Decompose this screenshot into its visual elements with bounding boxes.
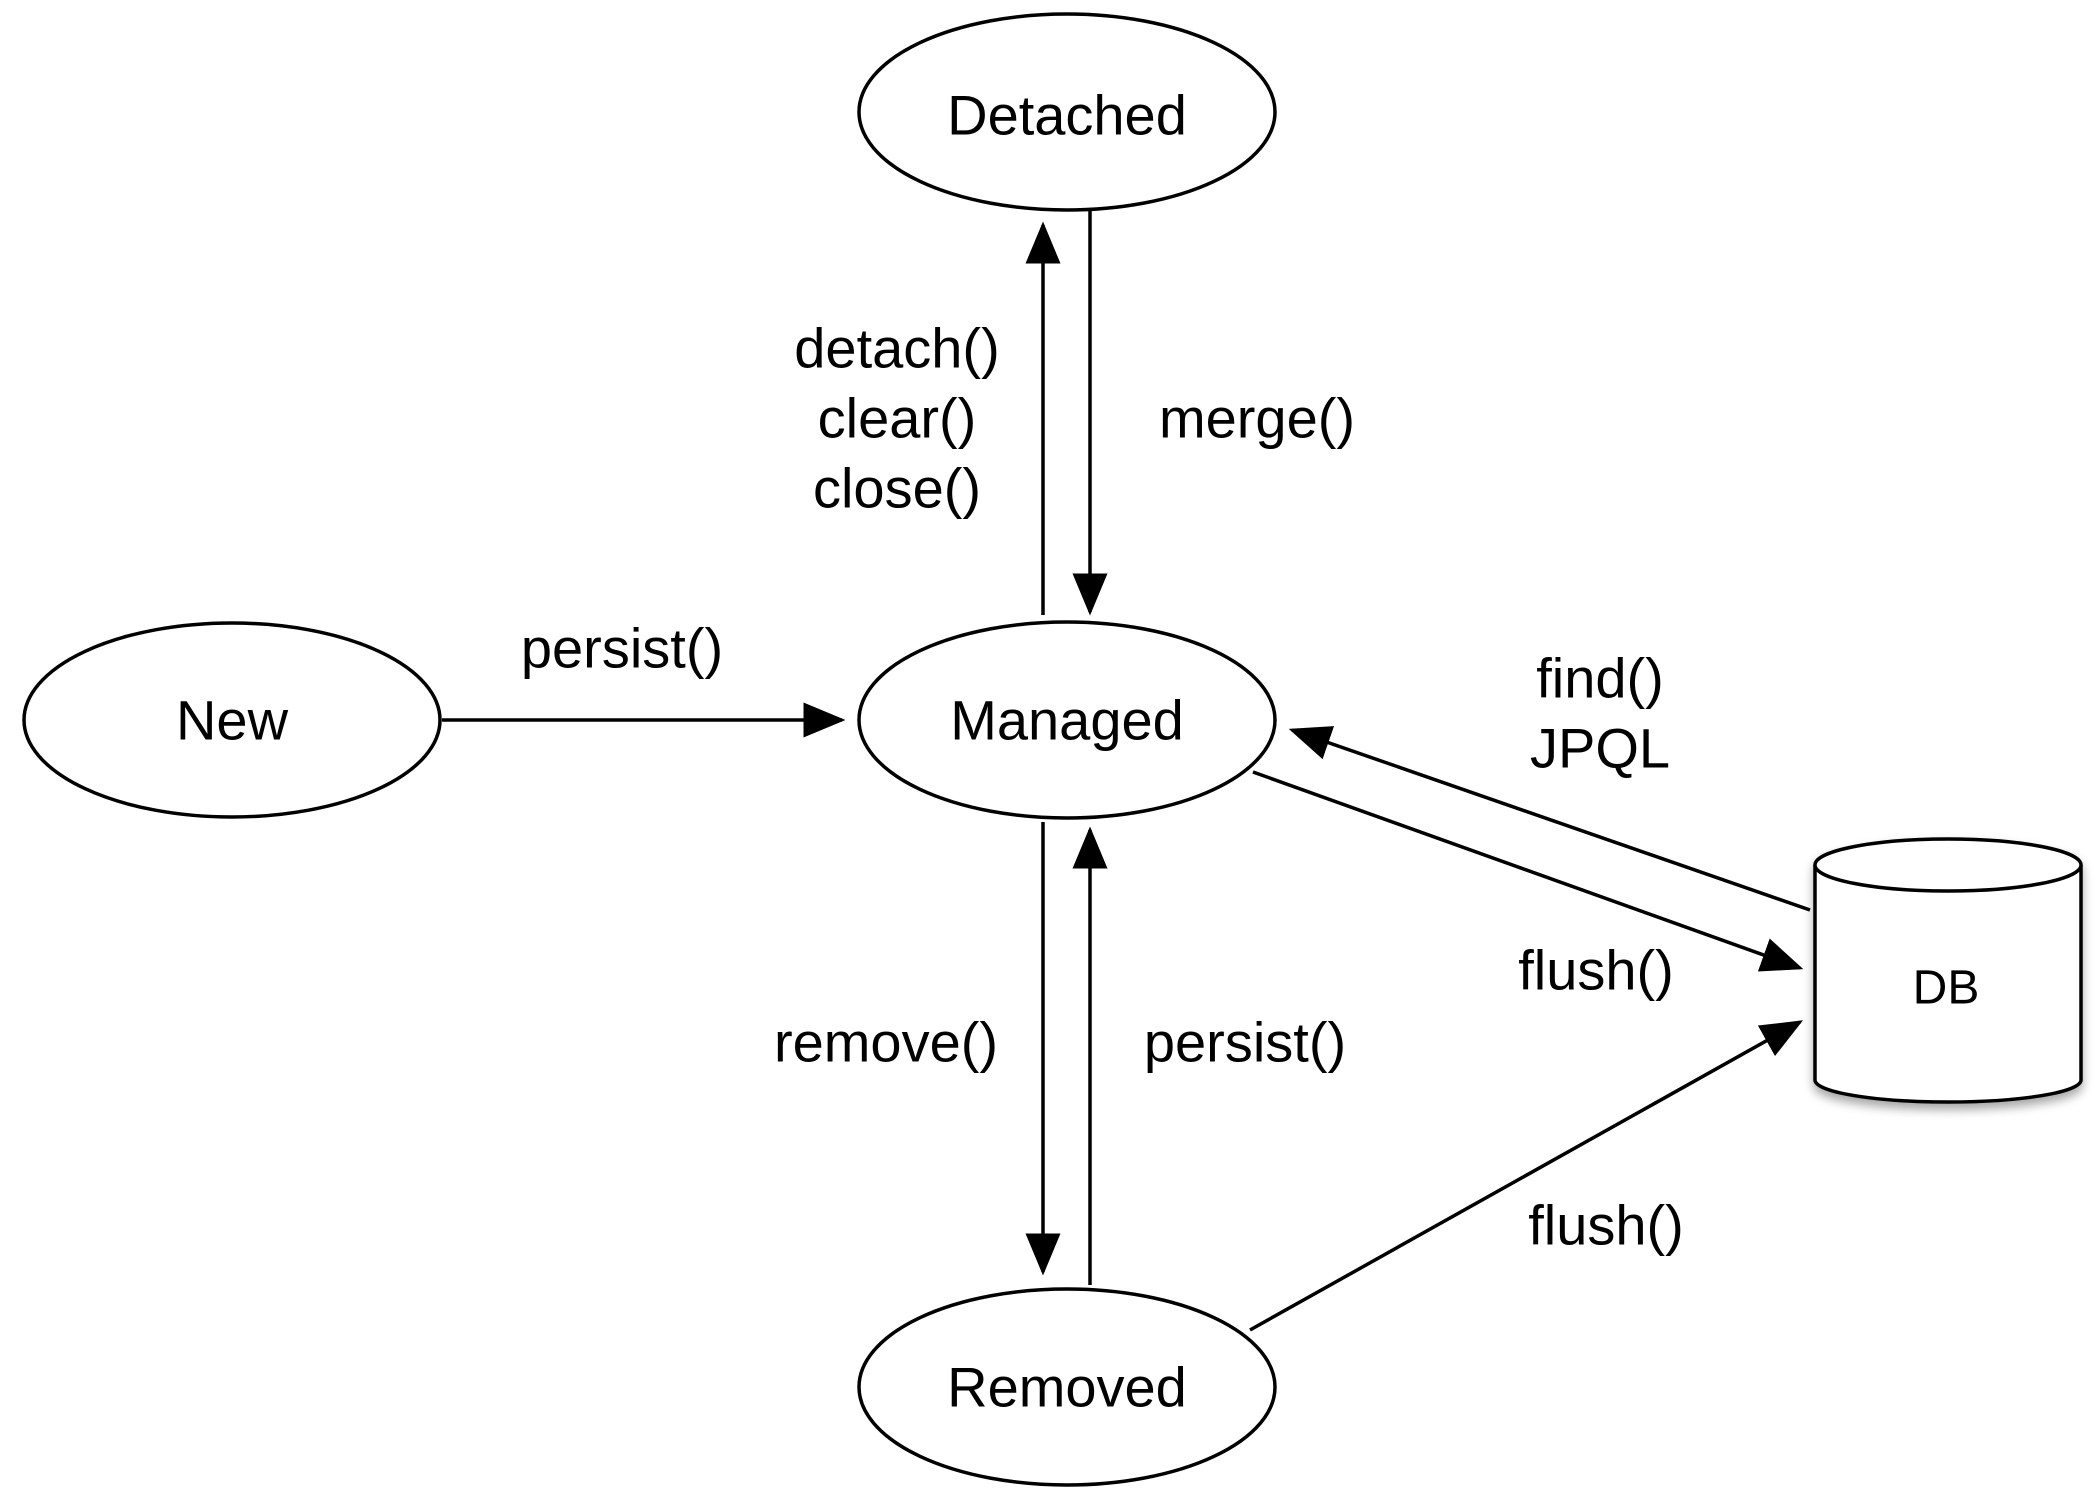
label-clear: clear() — [818, 387, 977, 450]
label-detach: detach() — [794, 317, 999, 380]
label-jpql: JPQL — [1530, 717, 1670, 780]
node-managed-label: Managed — [950, 689, 1184, 752]
node-removed-shape — [857, 1287, 1277, 1487]
label-flush-removed: flush() — [1528, 1194, 1684, 1257]
node-db-label: DB — [1913, 962, 1980, 1015]
node-db: DB — [1813, 837, 2083, 1104]
node-new: New — [22, 621, 442, 819]
edge-removed-to-db — [1249, 1020, 1804, 1332]
label-persist-removed: persist() — [1144, 1011, 1346, 1074]
node-detached-shape — [857, 12, 1277, 212]
edge-managed-to-db — [1252, 770, 1804, 972]
edge-labels: detach() clear() close() merge() persist… — [521, 317, 1684, 1257]
label-find: find() — [1536, 647, 1664, 710]
node-managed-shape — [857, 620, 1277, 820]
db-cylinder-body — [1813, 865, 2083, 1104]
db-cylinder-top — [1813, 837, 2083, 893]
node-new-shape — [22, 621, 442, 819]
node-managed: Managed — [857, 620, 1277, 820]
label-close: close() — [813, 457, 981, 520]
node-detached: Detached — [857, 12, 1277, 212]
node-removed-label: Removed — [947, 1356, 1187, 1419]
label-merge: merge() — [1159, 387, 1355, 450]
label-flush-managed: flush() — [1518, 939, 1674, 1002]
node-detached-label: Detached — [947, 84, 1187, 147]
label-remove: remove() — [774, 1011, 998, 1074]
node-removed: Removed — [857, 1287, 1277, 1487]
node-new-label: New — [176, 689, 289, 752]
edges — [442, 205, 1811, 1332]
edge-db-to-managed — [1288, 726, 1811, 912]
label-persist-new: persist() — [521, 617, 723, 680]
